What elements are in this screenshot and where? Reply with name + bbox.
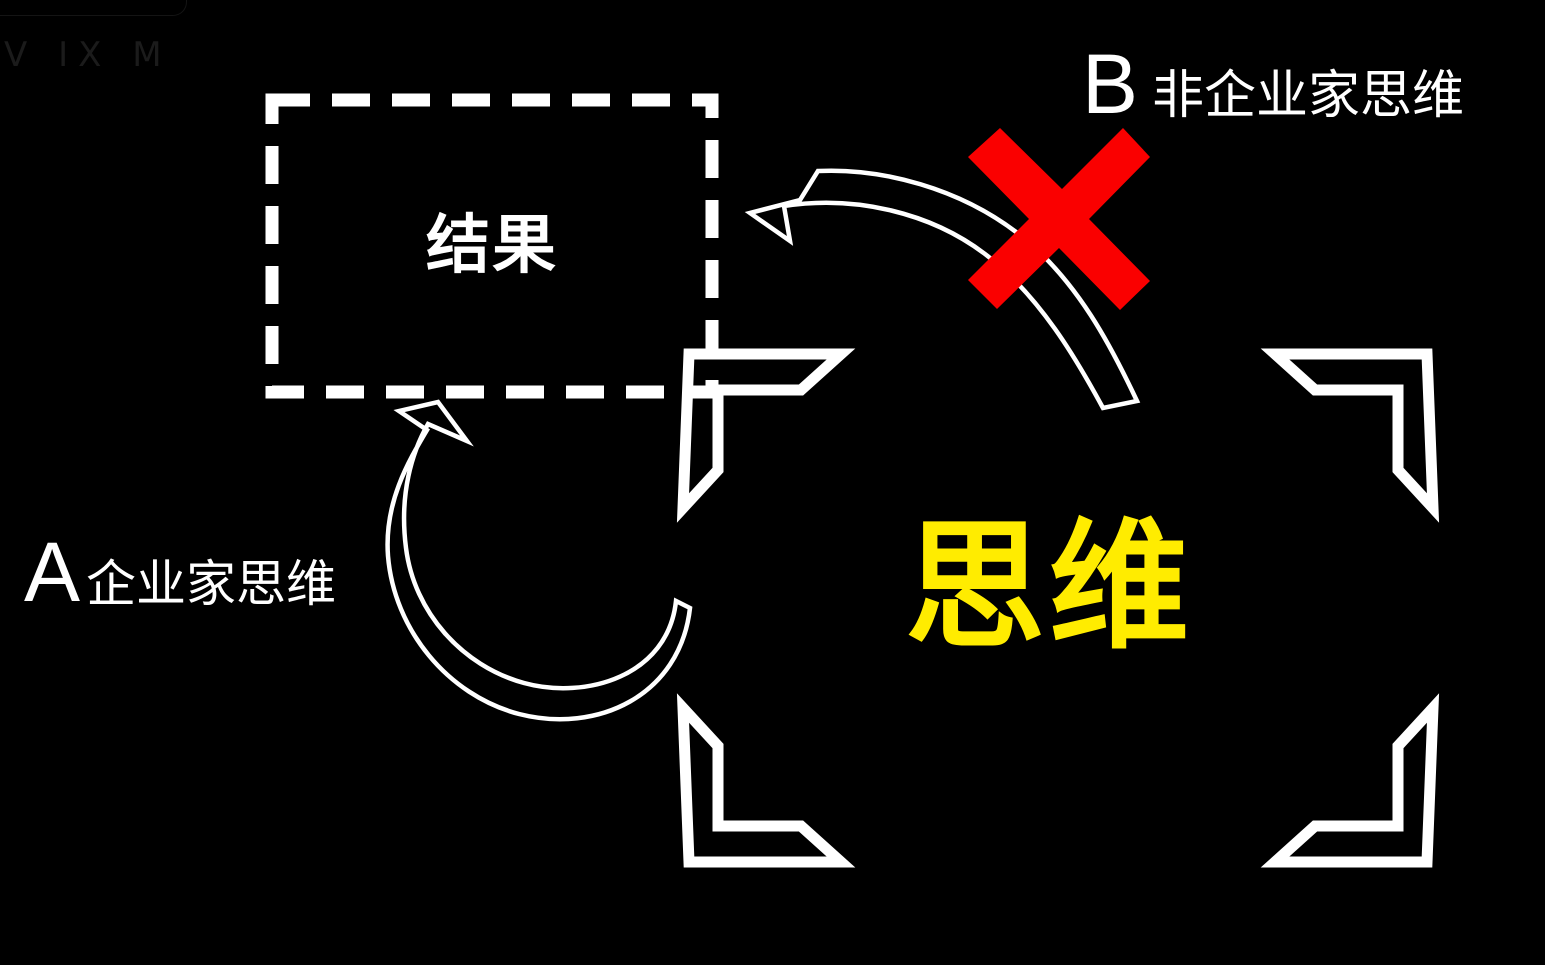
ghost-rectangle-artifact [0,0,187,16]
label-a-text: 企业家思维 [86,555,337,613]
label-a-entrepreneur: A 企业家思维 [24,530,336,614]
frame-bracket-bottom-right [1260,693,1440,868]
arrow-a-entrepreneur-path [385,399,693,722]
arrow-b-non-entrepreneur-path [744,168,1141,411]
red-x-mark [968,128,1150,310]
frame-bracket-bottom-left [676,693,856,868]
ghost-text-artifact: V IX M [4,35,172,75]
label-b-letter: B [1082,37,1139,131]
label-a-letter: A [24,525,81,619]
result-box-label: 结果 [426,209,558,283]
label-b-non-entrepreneur: B 非企业家思维 [1082,42,1464,126]
center-keyword: 思维 [905,506,1194,669]
result-box: 结果 [266,94,718,398]
label-b-text: 非企业家思维 [1152,66,1465,126]
frame-bracket-top-right [1260,348,1440,523]
